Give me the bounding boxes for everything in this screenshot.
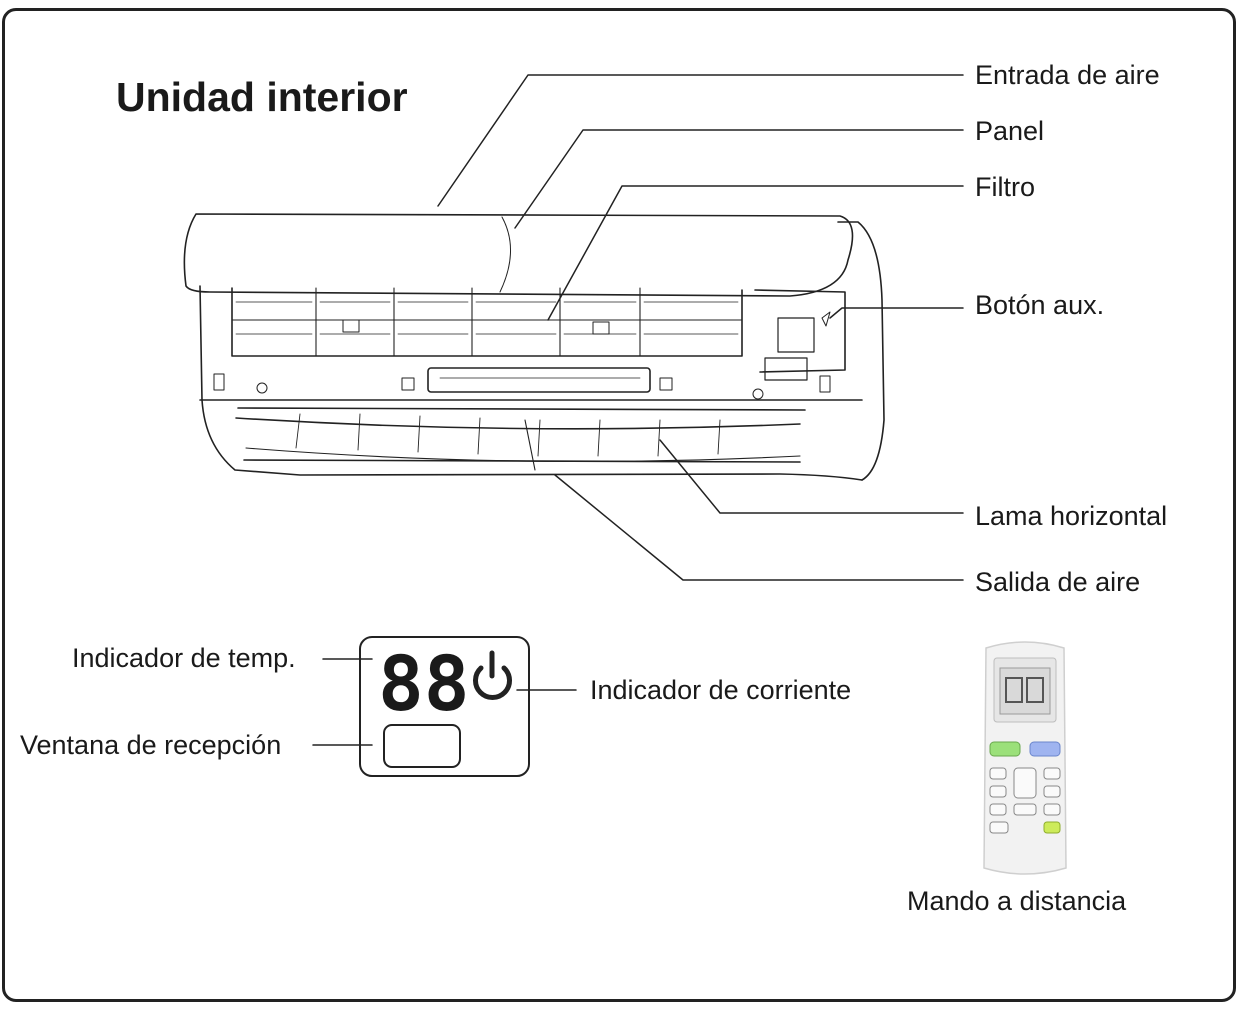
indoor-unit (183, 213, 885, 481)
label-aux-button: Botón aux. (975, 290, 1105, 320)
label-filter: Filtro (975, 172, 1035, 202)
diagram-frame (2, 8, 1236, 1002)
label-remote: Mando a distancia (907, 886, 1127, 916)
power-icon (473, 650, 512, 701)
remote-control-icon (983, 641, 1067, 875)
label-horizontal-louver: Lama horizontal (975, 501, 1168, 531)
diagram-title: Unidad interior (116, 74, 408, 120)
label-air-outlet: Salida de aire (975, 567, 1141, 597)
label-panel: Panel (975, 116, 1045, 146)
label-temp-indicator: Indicador de temp. (72, 643, 296, 673)
display-panel (359, 636, 530, 777)
leader-lines (312, 74, 964, 746)
label-power-indicator: Indicador de corriente (590, 675, 852, 705)
temp-digits: 88 (378, 639, 470, 728)
label-air-inlet: Entrada de aire (975, 60, 1160, 90)
label-receiver-window: Ventana de recepción (20, 730, 282, 760)
